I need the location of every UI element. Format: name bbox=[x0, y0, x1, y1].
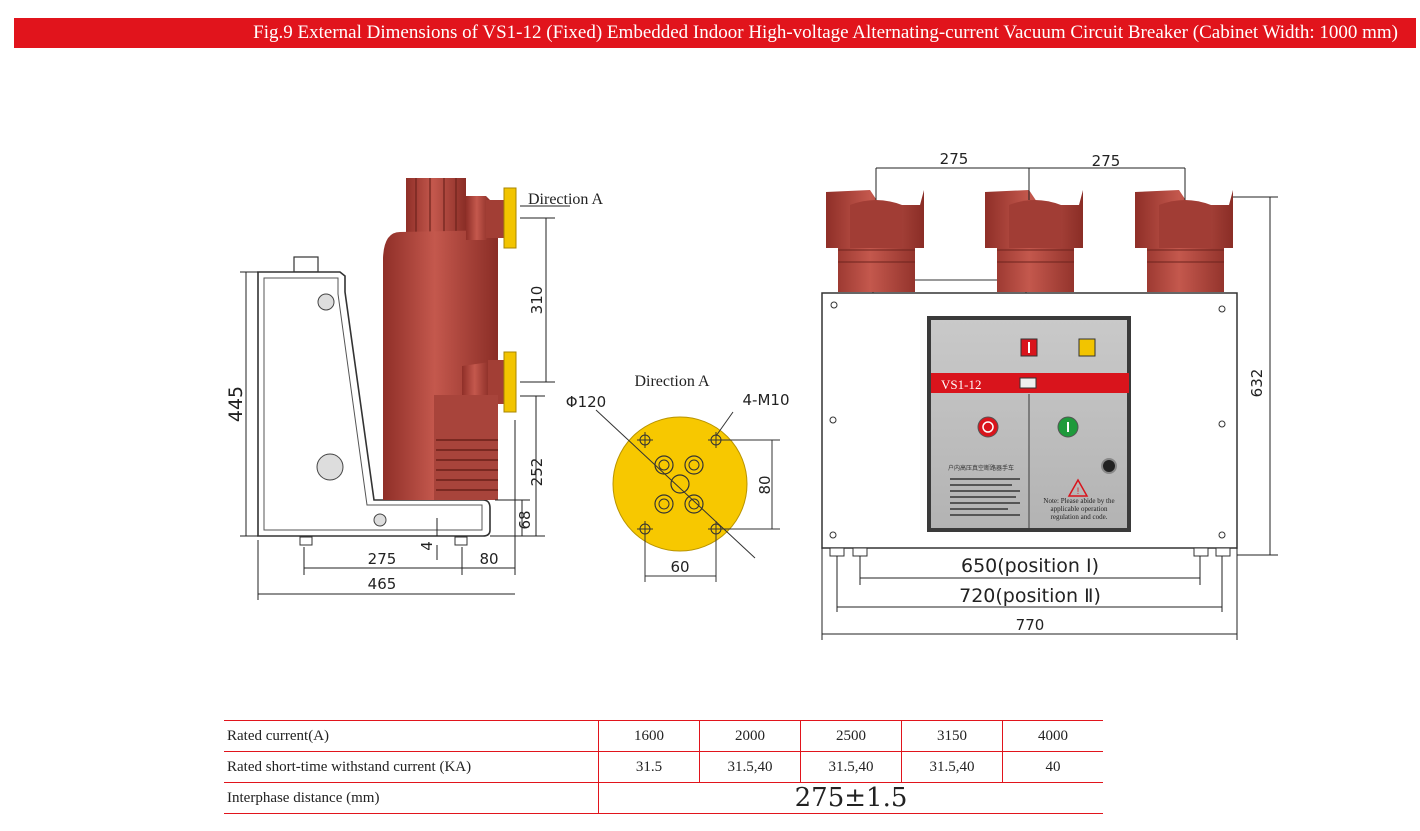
spec-table: Rated current(A) 1600 2000 2500 3150 400… bbox=[224, 720, 1103, 814]
dim-310: 310 bbox=[528, 286, 546, 315]
pole-caps bbox=[826, 190, 1233, 292]
direction-a-view: Direction A Φ120 4-M10 80 60 bbox=[566, 373, 790, 582]
row-label: Interphase distance (mm) bbox=[224, 782, 599, 814]
dim-445: 445 bbox=[225, 386, 247, 422]
table-cell: 3150 bbox=[901, 720, 1003, 752]
upper-contact-arm bbox=[466, 196, 490, 240]
direction-a-title: Direction A bbox=[634, 373, 710, 390]
dim-top-275-left: 275 bbox=[940, 150, 969, 168]
front-view: VS1-12 户内高压真空断路器手车 ! Note: Please abide … bbox=[821, 150, 1278, 640]
lower-terminal bbox=[503, 351, 517, 413]
side-view: Direction A 445 310 252 68 bbox=[225, 178, 604, 600]
dim-770: 770 bbox=[1016, 616, 1045, 634]
table-row: Rated current(A) 1600 2000 2500 3150 400… bbox=[224, 720, 1103, 752]
interphase-value: 275±1.5 bbox=[598, 782, 1103, 814]
dim-465: 465 bbox=[368, 575, 397, 593]
dim-632: 632 bbox=[1248, 369, 1266, 398]
dim-4: 4 bbox=[418, 541, 436, 551]
dim-top-275-right: 275 bbox=[1092, 152, 1121, 170]
svg-text:!: ! bbox=[1077, 486, 1080, 496]
model-label: VS1-12 bbox=[941, 377, 981, 392]
lower-contact-arm bbox=[462, 362, 490, 402]
dim-650-position-1: 650(position Ⅰ) bbox=[961, 555, 1099, 577]
hole-icon bbox=[317, 293, 335, 311]
dim-275: 275 bbox=[368, 550, 397, 568]
note-line-2: applicable operation bbox=[1051, 505, 1108, 513]
table-cell: 2500 bbox=[800, 720, 902, 752]
direction-a-label: Direction A bbox=[528, 191, 604, 208]
bolts-label: 4-M10 bbox=[743, 391, 790, 409]
table-cell: 40 bbox=[1002, 751, 1103, 783]
dim-80-vertical: 80 bbox=[756, 475, 774, 494]
dim-60: 60 bbox=[670, 558, 689, 576]
table-cell: 1600 bbox=[598, 720, 700, 752]
table-cell: 31.5,40 bbox=[699, 751, 801, 783]
counter-window bbox=[1019, 377, 1037, 389]
phi-120-label: Φ120 bbox=[566, 393, 606, 411]
table-cell: 31.5,40 bbox=[800, 751, 902, 783]
table-row: Rated short-time withstand current (KA) … bbox=[224, 751, 1103, 783]
open-button-icon bbox=[977, 416, 999, 438]
note-line-1: Note: Please abide by the bbox=[1043, 497, 1114, 505]
charge-socket-icon bbox=[1101, 458, 1117, 474]
warning-icon bbox=[1067, 478, 1089, 497]
dim-68: 68 bbox=[516, 510, 534, 529]
foot bbox=[454, 536, 468, 546]
upper-terminal bbox=[503, 187, 517, 249]
pole-top-fins bbox=[406, 178, 466, 238]
table-row: Interphase distance (mm) 275±1.5 bbox=[224, 782, 1103, 814]
foot bbox=[299, 536, 313, 546]
row-label: Rated current(A) bbox=[224, 720, 599, 752]
spring-charged-indicator-icon bbox=[1078, 338, 1096, 357]
table-cell: 4000 bbox=[1002, 720, 1103, 752]
note-line-3: regulation and code. bbox=[1051, 513, 1108, 521]
table-cell: 2000 bbox=[699, 720, 801, 752]
table-cell: 31.5,40 bbox=[901, 751, 1003, 783]
top-knob bbox=[293, 256, 319, 273]
dim-252: 252 bbox=[528, 458, 546, 487]
figure-title-banner: Fig.9 External Dimensions of VS1-12 (Fix… bbox=[14, 18, 1416, 48]
chassis-inner bbox=[263, 277, 483, 531]
row-label: Rated short-time withstand current (KA) bbox=[224, 751, 599, 783]
hole-icon bbox=[373, 513, 387, 527]
table-cell: 31.5 bbox=[598, 751, 700, 783]
hole-icon bbox=[316, 453, 344, 481]
dim-80: 80 bbox=[479, 550, 498, 568]
terminal-face bbox=[612, 416, 748, 552]
dim-720-position-2: 720(position Ⅱ) bbox=[959, 585, 1101, 607]
nameplate-title: 户内高压真空断路器手车 bbox=[948, 464, 1014, 472]
pole-assembly bbox=[383, 178, 517, 500]
